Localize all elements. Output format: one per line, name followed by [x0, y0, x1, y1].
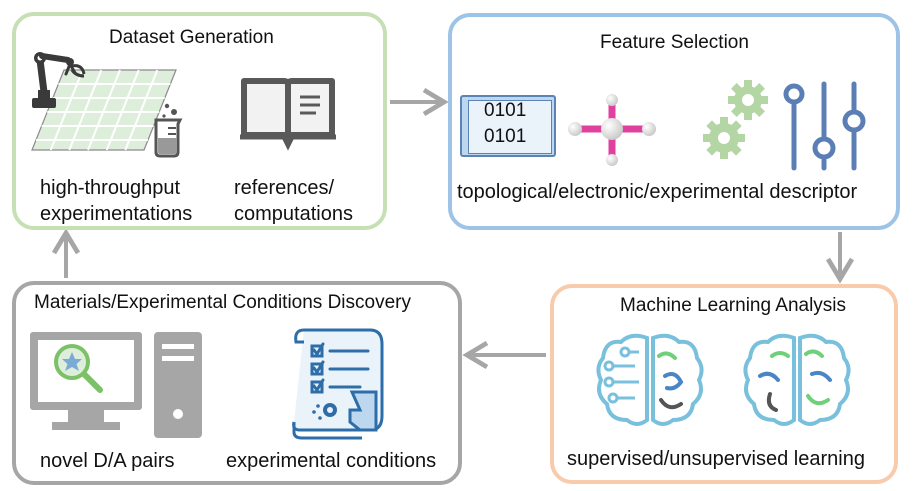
discovery-title: Materials/Experimental Conditions Discov…	[34, 292, 411, 313]
brain-icon	[596, 333, 704, 426]
open-book-icon	[240, 78, 336, 151]
machine-learning-label: supervised/unsupervised learning	[567, 448, 865, 470]
feature-selection-title: Feature Selection	[600, 32, 749, 53]
feature-descriptor-label: topological/electronic/experimental desc…	[457, 181, 858, 203]
discovery-right-label: experimental conditions	[226, 450, 437, 472]
checklist-document-icon	[292, 328, 384, 440]
beaker-icon	[154, 103, 183, 158]
robot-arm-icon	[32, 52, 86, 108]
gears-icon	[703, 80, 768, 159]
brain-icon	[743, 333, 851, 426]
binary-line-2: 0101	[484, 126, 527, 147]
molecule-icon	[568, 94, 656, 166]
dataset-generation-title: Dataset Generation	[109, 27, 274, 48]
discovery-left-label: novel D/A pairs	[40, 450, 175, 472]
grid-plate-icon	[31, 69, 177, 151]
machine-learning-title: Machine Learning Analysis	[620, 295, 847, 316]
sliders-icon	[783, 81, 866, 171]
binary-line-1: 0101	[484, 100, 527, 121]
dataset-right-label-line1: references/	[234, 177, 335, 199]
dataset-left-label-line2: experimentations	[40, 203, 193, 225]
dataset-left-label-line1: high-throughput	[40, 177, 181, 199]
binary-screen-icon: 0101 0101	[460, 95, 556, 157]
computer-magnifier-icon	[30, 332, 202, 438]
dataset-right-label-line2: computations	[234, 203, 353, 225]
